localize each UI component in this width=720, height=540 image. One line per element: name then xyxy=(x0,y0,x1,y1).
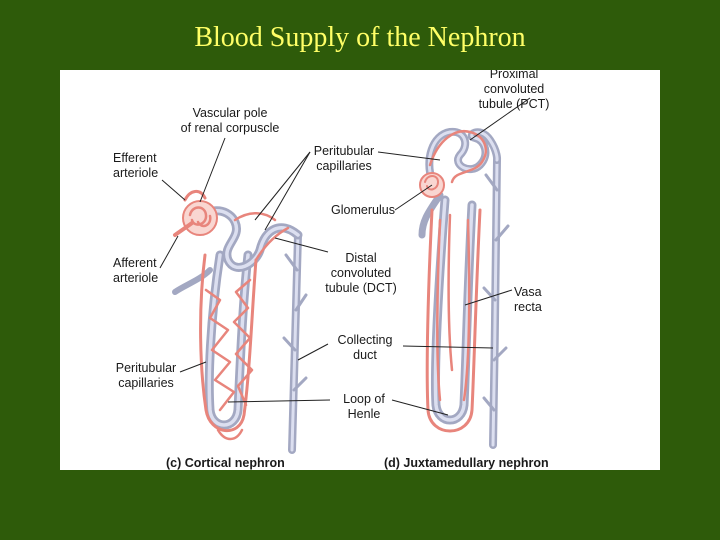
cortical-efferent-arteriole xyxy=(183,190,207,202)
label-proximal-tubule: Proximal convoluted tubule (PCT) xyxy=(479,70,550,111)
label-vasa-recta: Vasa recta xyxy=(514,285,542,314)
svg-text:convoluted: convoluted xyxy=(331,266,392,280)
nephron-figure: Proximal convoluted tubule (PCT) Vascula… xyxy=(60,70,660,470)
svg-text:Proximal: Proximal xyxy=(490,70,539,81)
juxta-glomerular-capillaries xyxy=(424,175,439,191)
label-afferent-arteriole: Afferent arteriole xyxy=(113,256,158,285)
svg-text:capillaries: capillaries xyxy=(118,376,174,390)
cortical-renal-corpuscle xyxy=(182,200,218,236)
svg-text:Distal: Distal xyxy=(345,251,376,265)
cortical-glomerulus xyxy=(188,206,212,228)
cortical-afferent-arteriole xyxy=(173,221,194,237)
cortical-tubule-segment xyxy=(172,267,213,295)
nephron-diagram: Proximal convoluted tubule (PCT) Vascula… xyxy=(113,70,550,470)
juxta-duct-branches xyxy=(482,173,510,412)
juxta-vasa-recta xyxy=(425,208,482,433)
cortical-nephron xyxy=(172,190,308,454)
label-vascular-pole: Vascular pole of renal corpuscle xyxy=(181,106,280,135)
label-distal-tubule: Distal convoluted tubule (DCT) xyxy=(325,251,397,295)
svg-text:arteriole: arteriole xyxy=(113,166,158,180)
svg-text:of renal corpuscle: of renal corpuscle xyxy=(181,121,280,135)
slide-title: Blood Supply of the Nephron xyxy=(194,22,526,53)
svg-text:convoluted: convoluted xyxy=(484,82,545,96)
svg-text:Vascular pole: Vascular pole xyxy=(193,106,268,120)
svg-text:Afferent: Afferent xyxy=(113,256,157,270)
label-efferent-arteriole: Efferent arteriole xyxy=(113,151,158,180)
caption-cortical: (c) Cortical nephron xyxy=(166,456,285,470)
juxta-peritubular-capillaries xyxy=(428,130,487,184)
label-glomerulus: Glomerulus xyxy=(331,203,395,217)
svg-text:Loop of: Loop of xyxy=(343,392,385,406)
caption-juxtamedullary: (d) Juxtamedullary nephron xyxy=(384,456,549,470)
label-loop-of-henle: Loop of Henle xyxy=(343,392,385,421)
svg-text:Collecting: Collecting xyxy=(338,333,393,347)
label-peritubular-capillaries-bottom: Peritubular capillaries xyxy=(116,361,176,390)
svg-text:tubule (DCT): tubule (DCT) xyxy=(325,281,397,295)
label-peritubular-capillaries-top: Peritubular capillaries xyxy=(314,144,374,173)
cortical-duct-branches xyxy=(282,253,308,392)
svg-text:Glomerulus: Glomerulus xyxy=(331,203,395,217)
svg-text:tubule (PCT): tubule (PCT) xyxy=(479,97,550,111)
svg-text:Peritubular: Peritubular xyxy=(314,144,374,158)
leader-lines xyxy=(159,97,531,416)
svg-text:Efferent: Efferent xyxy=(113,151,157,165)
svg-text:Vasa: Vasa xyxy=(514,285,542,299)
label-collecting-duct: Collecting duct xyxy=(338,333,393,362)
svg-text:arteriole: arteriole xyxy=(113,271,158,285)
svg-text:recta: recta xyxy=(514,300,542,314)
juxtamedullary-nephron xyxy=(418,127,510,449)
juxta-tubule-segment xyxy=(418,191,444,239)
svg-text:duct: duct xyxy=(353,348,377,362)
svg-text:capillaries: capillaries xyxy=(316,159,372,173)
svg-text:Peritubular: Peritubular xyxy=(116,361,176,375)
svg-text:Henle: Henle xyxy=(348,407,381,421)
